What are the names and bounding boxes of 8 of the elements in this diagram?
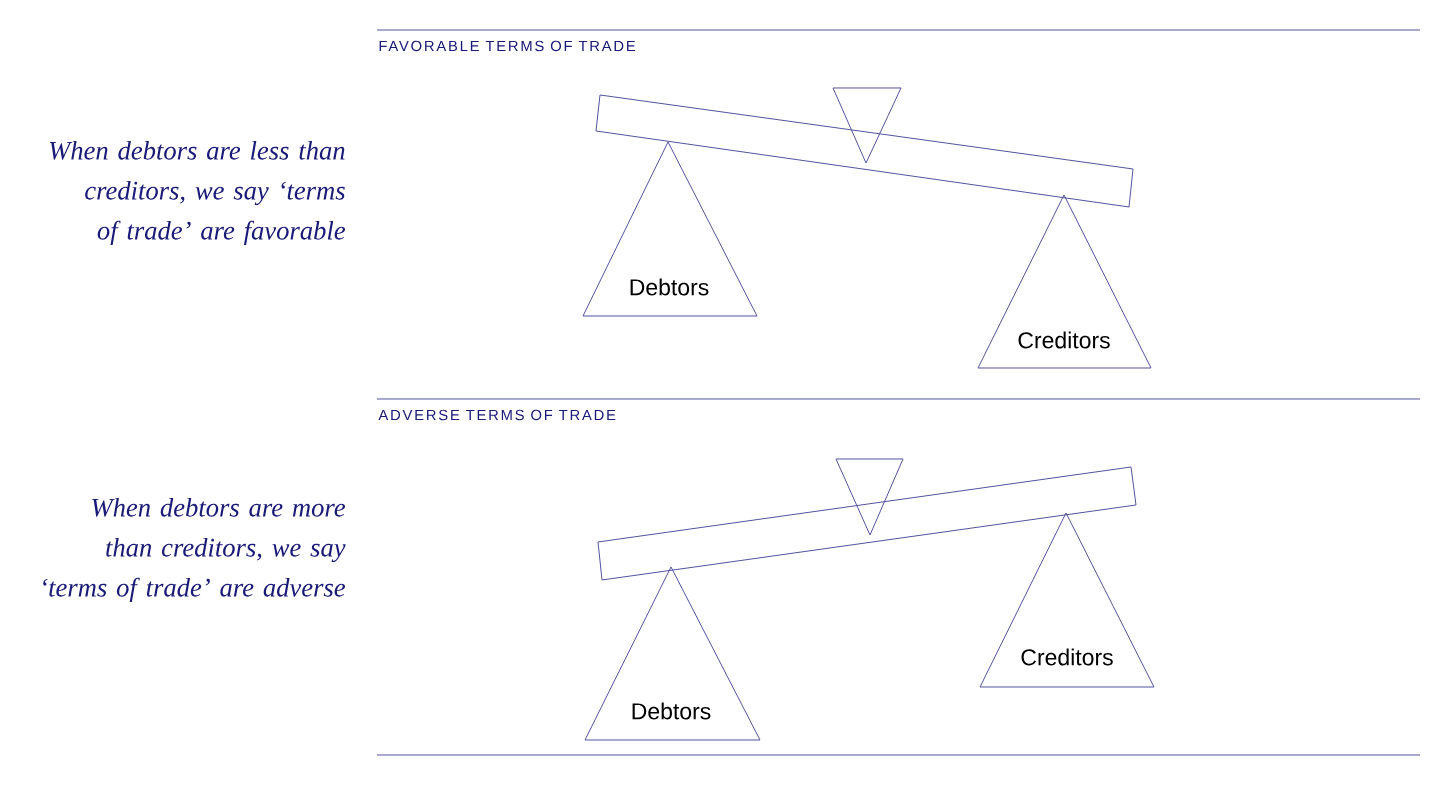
section-heading: ADVERSE TERMS OF TRADE: [378, 409, 616, 421]
weight-triangle: Debtors: [582, 141, 758, 317]
weight-triangle: Creditors: [979, 512, 1155, 688]
explanation-text: When debtors are less than creditors, we say ‘terms of trade’ are favorable: [49, 140, 345, 246]
weight-triangle: Creditors: [977, 194, 1152, 369]
weight-triangle: Debtors: [584, 566, 761, 741]
section-heading: FAVORABLE TERMS OF TRADE: [379, 40, 636, 52]
explanation-text: When debtors are more than creditors, we say ‘terms of trade’ are adverse: [43, 497, 346, 603]
